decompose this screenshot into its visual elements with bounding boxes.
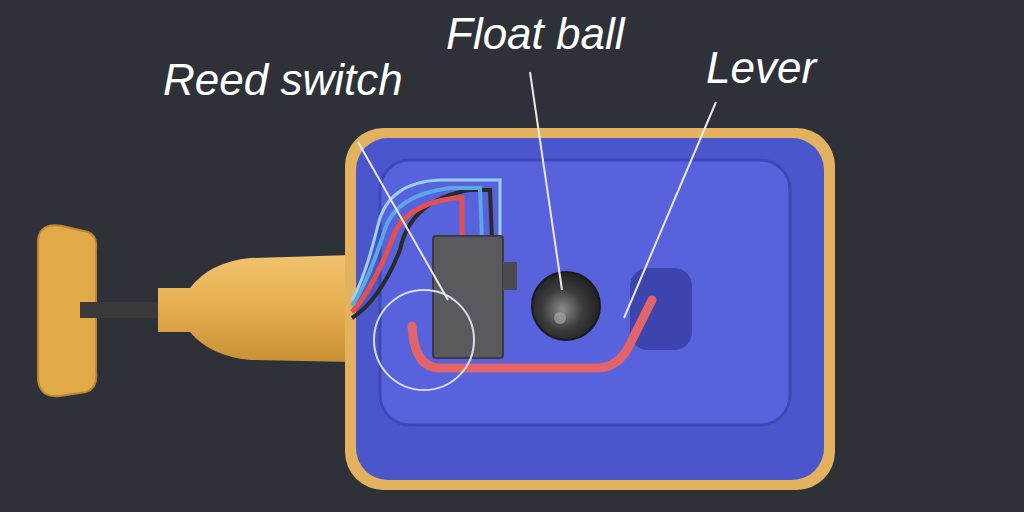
reed-switch-tab: [503, 262, 517, 290]
ball-highlight: [554, 312, 566, 324]
mounting-stem: [158, 255, 352, 362]
leader-line: [624, 102, 716, 318]
reed-switch: [433, 236, 503, 358]
part-label: Float ball: [446, 10, 625, 58]
highlight-circle: [374, 290, 474, 390]
part-label: Reed switch: [163, 56, 403, 104]
float-ball: [532, 272, 600, 340]
housing-inner: [356, 138, 824, 480]
leader-line: [530, 72, 562, 290]
leader-line: [358, 142, 448, 300]
rod: [80, 302, 160, 318]
part-label: Lever: [706, 44, 816, 92]
housing: [345, 128, 835, 490]
